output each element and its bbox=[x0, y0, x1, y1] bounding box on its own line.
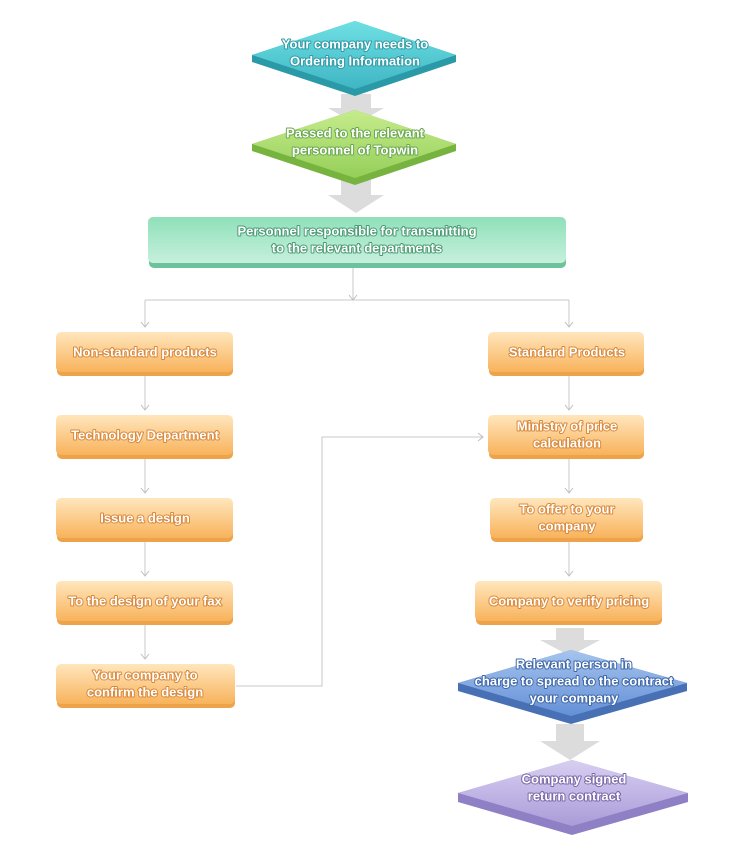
node-signed: Company signed return contract bbox=[458, 760, 688, 835]
node-ministry: Ministry of price calculation bbox=[488, 415, 644, 459]
node-start: Your company needs to Ordering Informati… bbox=[252, 21, 456, 96]
node-relevant-line-1: Relevant person in bbox=[516, 656, 632, 671]
node-technology-line-1: Technology Department bbox=[71, 427, 220, 442]
node-relevant-line-3: your company bbox=[530, 690, 620, 705]
node-start-line-1: Your company needs to bbox=[282, 36, 428, 51]
node-confirm-line-2: confirm the design bbox=[87, 684, 203, 699]
node-issue-line-1: Issue a design bbox=[100, 510, 190, 525]
connector-arrowheads bbox=[140, 294, 574, 660]
node-start-line-2: Ordering Information bbox=[290, 53, 420, 68]
node-verify-line-1: Company to verify pricing bbox=[489, 593, 649, 608]
node-standard: Standard Products bbox=[488, 332, 644, 376]
node-offer-line-1: To offer to your bbox=[519, 501, 614, 516]
arrow-passed-to-personnel bbox=[328, 180, 384, 213]
node-offer: To offer to your company bbox=[490, 498, 643, 542]
node-nonstandard: Non-standard products bbox=[56, 332, 233, 376]
node-relevant-line-2: charge to spread to the contract bbox=[475, 673, 674, 688]
node-fax: To the design of your fax bbox=[56, 581, 233, 625]
node-standard-line-1: Standard Products bbox=[509, 344, 625, 359]
node-personnel-line-1: Personnel responsible for transmitting bbox=[237, 223, 476, 238]
node-signed-line-1: Company signed bbox=[522, 771, 627, 786]
node-passed-line-2: personnel of Topwin bbox=[292, 142, 418, 157]
node-offer-line-2: company bbox=[538, 518, 596, 533]
node-confirm: Your company to confirm the design bbox=[56, 664, 235, 708]
arrow-start-to-passed bbox=[328, 94, 384, 124]
node-issue: Issue a design bbox=[56, 498, 233, 542]
node-confirm-line-1: Your company to bbox=[92, 667, 197, 682]
node-personnel-line-2: to the relevant departments bbox=[272, 240, 443, 255]
node-ministry-line-1: Ministry of price bbox=[517, 418, 617, 433]
arrow-verify-to-relevant bbox=[540, 628, 600, 656]
node-verify: Company to verify pricing bbox=[475, 581, 662, 625]
node-personnel: Personnel responsible for transmitting t… bbox=[148, 217, 566, 268]
node-ministry-line-2: calculation bbox=[533, 435, 601, 450]
node-relevant: Relevant person in charge to spread to t… bbox=[458, 650, 687, 724]
node-technology: Technology Department bbox=[56, 415, 233, 459]
node-fax-line-1: To the design of your fax bbox=[68, 593, 222, 608]
connectors bbox=[144, 268, 570, 687]
node-passed: Passed to the relevant personnel of Topw… bbox=[252, 110, 456, 185]
node-nonstandard-line-1: Non-standard products bbox=[73, 344, 217, 359]
node-passed-line-1: Passed to the relevant bbox=[286, 125, 425, 140]
node-signed-line-2: return contract bbox=[528, 788, 621, 803]
arrow-relevant-to-signed bbox=[540, 724, 600, 760]
